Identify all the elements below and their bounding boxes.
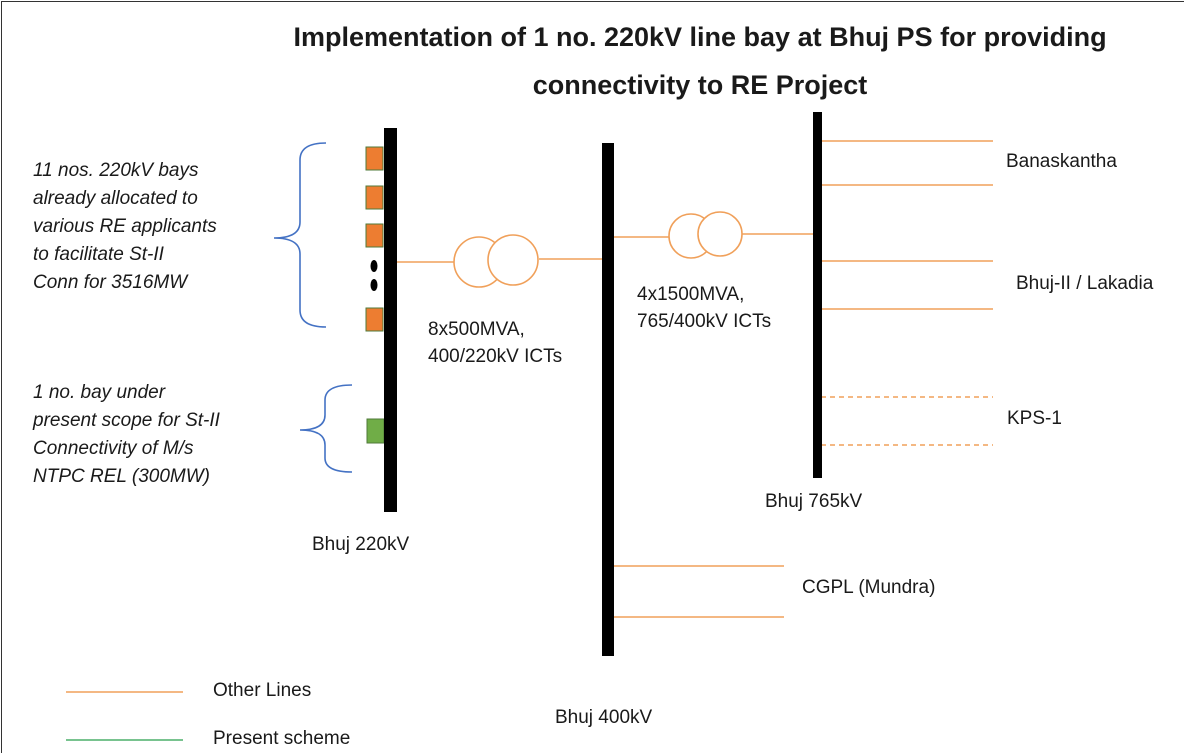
label-transformer-line: 765/400kV ICTs (637, 311, 772, 332)
legend-other-label: Other Lines (213, 680, 312, 701)
label-bus-765kv: Bhuj 765kV (765, 491, 863, 512)
note-existing-bays: 11 nos. 220kV bays already allocated to … (33, 157, 217, 297)
label-line-kps1: KPS-1 (1007, 408, 1062, 429)
bus-220kv (384, 128, 397, 512)
note-present-bay: 1 no. bay under present scope for St-II … (33, 379, 220, 491)
ellipsis-dot-1 (370, 260, 378, 272)
label-transformer-400-220: 8x500MVA, 400/220kV ICTs (428, 316, 562, 370)
label-bus-220kv: Bhuj 220kV (312, 534, 410, 555)
label-transformer-line: 400/220kV ICTs (428, 346, 563, 367)
note-existing-line: already allocated to (33, 188, 198, 209)
label-line-cgpl: CGPL (Mundra) (802, 577, 936, 598)
note-present-line: NTPC REL (300MW) (33, 466, 211, 487)
bus-400kv (602, 143, 614, 656)
diagram-title-line2: connectivity to RE Project (532, 70, 868, 100)
bay-existing-3 (365, 223, 384, 248)
label-transformer-765-400: 4x1500MVA, 765/400kV ICTs (637, 281, 771, 335)
note-present-line: 1 no. bay under (33, 382, 166, 403)
legend-present-label: Present scheme (213, 728, 351, 749)
bay-existing-4 (365, 307, 384, 332)
note-existing-line: to facilitate St-II (33, 244, 164, 265)
label-transformer-line: 4x1500MVA, (637, 284, 745, 305)
transformer-765-400-icon (668, 211, 743, 259)
note-existing-line: various RE applicants (33, 216, 217, 237)
bay-existing-2 (365, 185, 384, 210)
note-existing-line: Conn for 3516MW (33, 272, 188, 293)
diagram-title-line1: Implementation of 1 no. 220kV line bay a… (293, 22, 1107, 52)
label-line-bhuj2: Bhuj-II / Lakadia (1016, 273, 1154, 294)
bay-present (366, 418, 385, 444)
bus-765kv (813, 112, 822, 478)
label-transformer-line: 8x500MVA, (428, 319, 525, 340)
label-bus-400kv: Bhuj 400kV (555, 707, 653, 728)
transformer-400-220-icon (453, 234, 539, 288)
note-present-line: present scope for St-II (33, 410, 220, 431)
bay-existing-1 (365, 146, 384, 171)
note-existing-line: 11 nos. 220kV bays (33, 160, 199, 181)
ellipsis-dot-2 (370, 279, 378, 291)
note-present-line: Connectivity of M/s (33, 438, 194, 459)
brace-existing-bays (273, 142, 327, 328)
label-line-banaskantha: Banaskantha (1006, 151, 1117, 172)
brace-present-bay (299, 384, 353, 473)
